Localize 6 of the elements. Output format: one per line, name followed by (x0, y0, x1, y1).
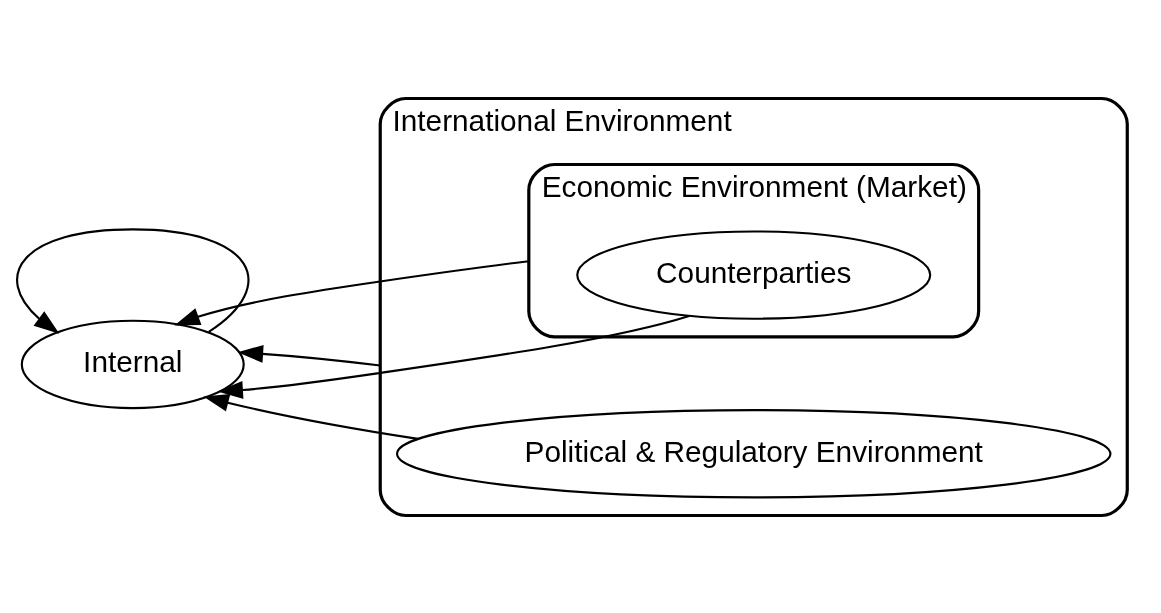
arrow (203, 393, 419, 440)
node-ellipse: Counterparties (576, 229, 932, 320)
arrow (16, 227, 250, 334)
arrow (174, 259, 529, 325)
node-ellipse: Political & Regulatory Environment (396, 408, 1112, 498)
arrow (237, 344, 381, 367)
